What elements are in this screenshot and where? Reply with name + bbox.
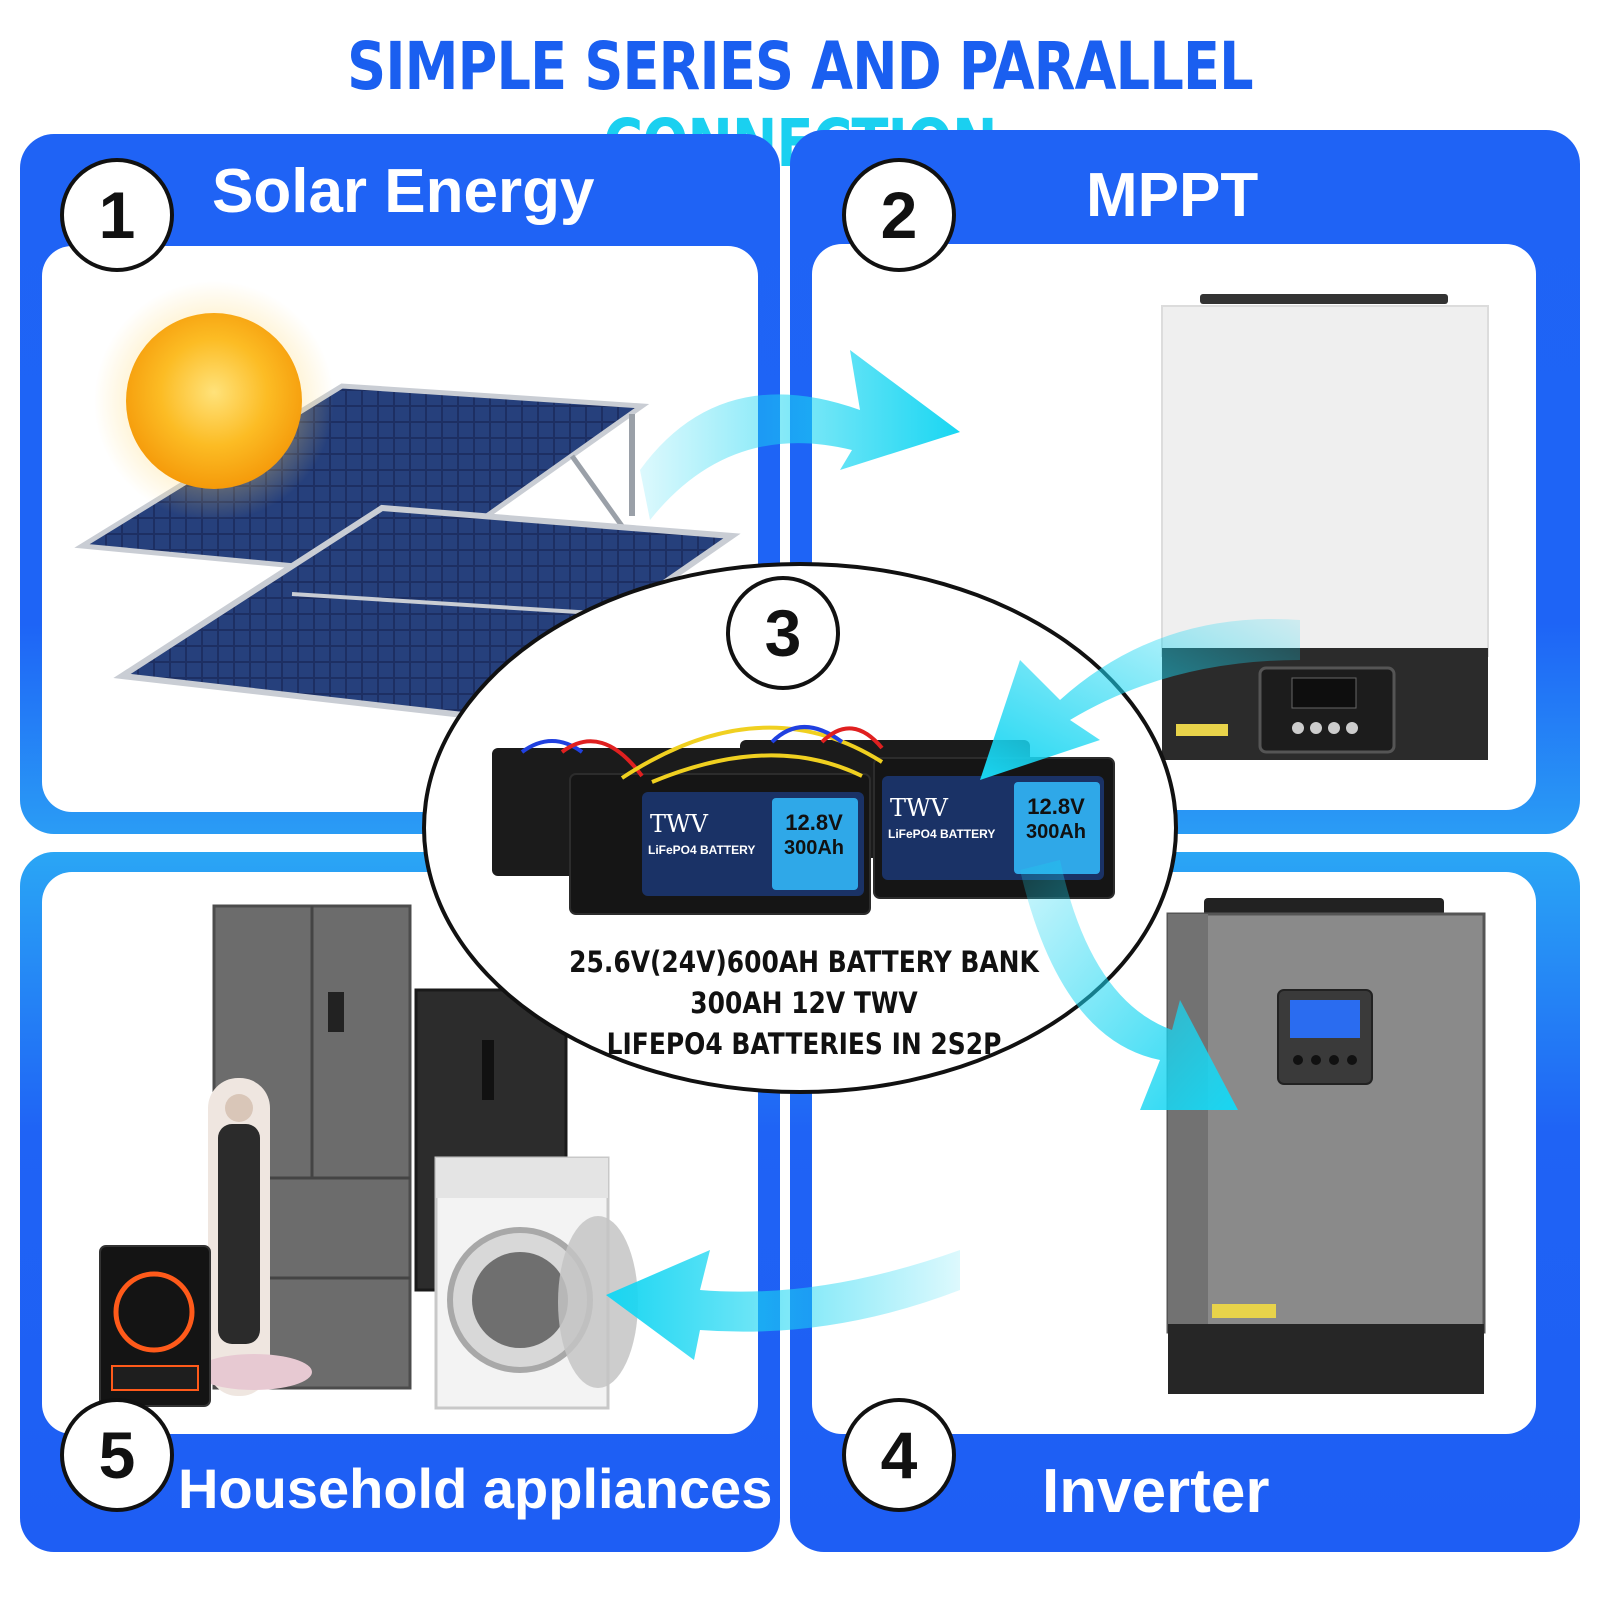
arrow-solar-to-mppt [640,350,960,520]
panel-mppt-content [812,244,1536,810]
battery-voltage-left: 12.8V [785,810,843,835]
sun-icon [126,313,302,489]
battery-bank-illustration: TWV LiFePO4 BATTERY 12.8V 300Ah TWV LiFe… [492,725,1115,915]
step-2-label: MPPT [1086,161,1259,230]
battery-brand-right: TWV [890,794,949,822]
step-2-number: 2 [842,158,956,272]
step-5-number: 5 [60,1398,174,1512]
mppt-controller-illustration [1161,294,1489,760]
inverter-illustration [1166,898,1486,1394]
battery-voltage-right: 12.8V [1027,794,1085,819]
battery-bank-line-1: 25.6V(24V)600AH BATTERY BANK [569,945,1039,979]
battery-bank-line-3: LIFEPO4 BATTERIES IN 2S2P [606,1027,1002,1061]
arrow-mppt-to-battery [980,619,1300,780]
appliances-illustration [99,904,638,1410]
arrow-battery-to-inverter [1020,860,1238,1110]
step-4-number: 4 [842,1398,956,1512]
battery-type-left: LiFePO4 BATTERY [648,843,755,857]
step-3-number: 3 [726,576,840,690]
battery-bank-description: 25.6V(24V)600AH BATTERY BANK 300AH 12V T… [546,942,1062,1065]
battery-capacity-left: 300Ah [784,837,844,859]
step-1-number: 1 [60,158,174,272]
title-part-1: SIMPLE SERIES AND PARALLEL [347,28,1253,105]
step-4-label: Inverter [1042,1457,1270,1526]
step-5-label: Household appliances [178,1457,773,1520]
battery-bank-line-2: 300AH 12V TWV [690,986,918,1020]
step-1-label: Solar Energy [212,157,595,226]
arrow-inverter-to-appliances [606,1250,960,1360]
solar-panels-illustration [74,281,741,720]
battery-capacity-right: 300Ah [1026,821,1086,843]
battery-type-right: LiFePO4 BATTERY [888,827,995,841]
battery-brand-left: TWV [650,810,709,838]
